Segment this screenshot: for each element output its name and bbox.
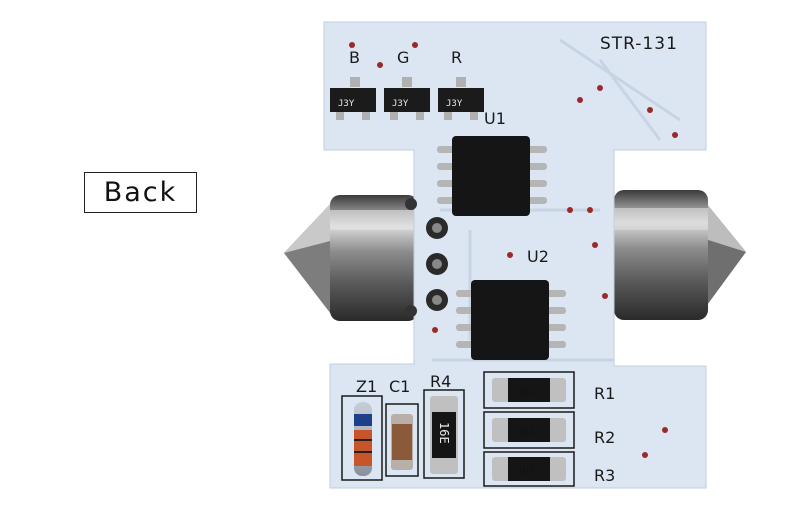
transistor-r: J3Y <box>438 77 484 120</box>
resistor-r4: 16E <box>430 396 458 474</box>
r3-label: R3 <box>594 466 615 485</box>
resistor-r2: 151 <box>492 418 566 442</box>
led-label-g: G <box>397 48 409 67</box>
svg-text:101: 101 <box>517 463 535 477</box>
left-end-cap <box>284 195 418 321</box>
u2-label: U2 <box>527 247 549 266</box>
led-label-b: B <box>349 48 360 67</box>
pcb-board <box>323 21 707 489</box>
zener-diode-z1 <box>354 402 372 476</box>
svg-text:151: 151 <box>517 424 535 438</box>
transistor-g: J3Y <box>384 77 430 120</box>
chip-u1 <box>437 136 547 216</box>
svg-text:J3Y: J3Y <box>338 99 355 109</box>
resistor-r1: 101 <box>492 378 566 402</box>
solder-pads <box>405 198 448 317</box>
transistor-b: J3Y <box>330 77 376 120</box>
back-button[interactable]: Back <box>84 172 197 213</box>
r4-label: R4 <box>430 372 451 391</box>
chip-u2 <box>456 280 566 360</box>
resistor-r3: 101 <box>492 457 566 481</box>
led-label-r: R <box>451 48 462 67</box>
u1-label: U1 <box>484 109 506 128</box>
c1-label: C1 <box>389 377 410 396</box>
board-model-label: STR-131 <box>600 34 678 54</box>
r2-label: R2 <box>594 428 615 447</box>
svg-text:16E: 16E <box>437 422 451 444</box>
svg-text:J3Y: J3Y <box>446 99 463 109</box>
svg-text:101: 101 <box>517 384 535 398</box>
capacitor-c1 <box>391 414 413 470</box>
z1-label: Z1 <box>356 377 377 396</box>
right-end-cap <box>614 190 746 320</box>
svg-text:J3Y: J3Y <box>392 99 409 109</box>
r1-label: R1 <box>594 384 615 403</box>
